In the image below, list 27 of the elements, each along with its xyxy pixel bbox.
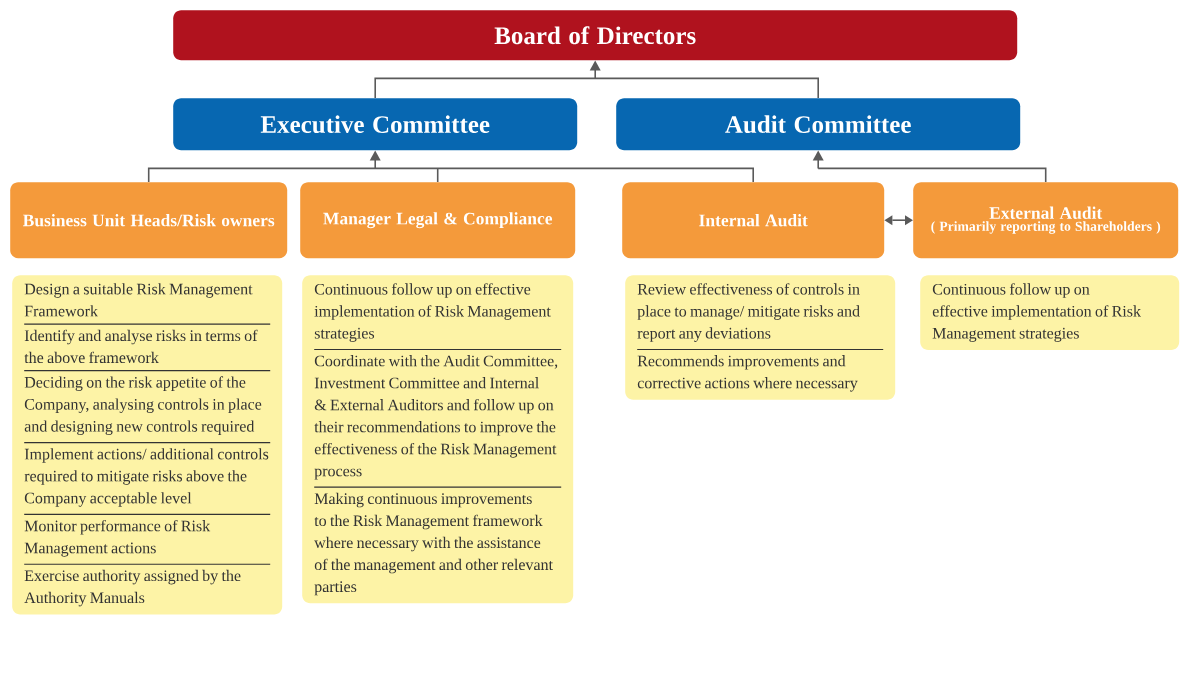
- list-item: Implement actions/ additional controls required to mitigate risks above the Company acceptable level: [24, 448, 269, 507]
- connector-arrow: [147, 150, 754, 183]
- role-box: Internal Audit: [622, 182, 885, 259]
- connector-arrow: [884, 215, 913, 226]
- list-item: Making continuous improvements to the Risk Management framework where necessary with the assistance of the management and other relevant parties: [314, 492, 553, 596]
- role-box: Business Unit Heads/Risk owners: [10, 182, 288, 259]
- duty-card: [625, 275, 896, 400]
- committee-box: Executive Committee: [173, 98, 578, 151]
- list-item: Design a suitable Risk Management Framework: [24, 283, 253, 317]
- connector-arrow: [812, 150, 1047, 183]
- duty-card: [302, 275, 574, 604]
- role-box: External Audit ( Primarily reporting to Shareholders ): [913, 182, 1179, 259]
- list-item: Coordinate with the Audit Committee, Investment Committee and Internal & External Auditors and follow up on their recommendations to improve the effectiveness of the Risk Management process: [314, 355, 558, 480]
- list-item: Deciding on the risk appetite of the Company, analysing controls in place and designing new controls required: [24, 376, 262, 435]
- list-item: Review effectiveness of controls in place to manage/ mitigate risks and report any deviations: [637, 283, 860, 342]
- board-box: Board of Directors: [173, 10, 1018, 61]
- list-item: Continuous follow up on effective implementation of Risk Management strategies: [932, 283, 1141, 342]
- list-item: Exercise authority assigned by the Authority Manuals: [24, 569, 241, 607]
- list-item: Identify and analyse risks in terms of the above framework: [24, 329, 258, 364]
- list-item: Continuous follow up on effective implementation of Risk Management strategies: [314, 283, 551, 342]
- list-item: Monitor performance of Risk Management actions: [24, 519, 211, 557]
- duty-card: [12, 275, 283, 615]
- role-box: Manager Legal & Compliance: [300, 182, 576, 259]
- committee-box: Audit Committee: [616, 98, 1021, 151]
- duty-card: [920, 275, 1180, 350]
- list-item: Recommends improvements and corrective actions where necessary: [637, 355, 858, 392]
- connector-arrow: [374, 60, 819, 99]
